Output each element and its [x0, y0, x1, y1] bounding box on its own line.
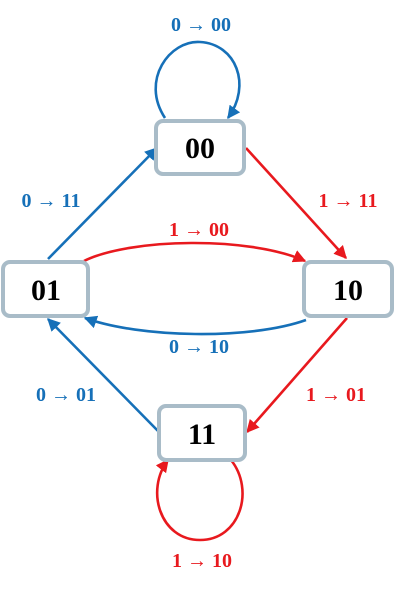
- label-10-to-11: 1 → 01: [306, 384, 366, 406]
- edge-00-to-10: [245, 147, 347, 259]
- state-11-label: 11: [188, 418, 216, 451]
- label-00-to-10: 1 → 11: [319, 190, 378, 212]
- edge-01-to-00: [47, 147, 158, 260]
- state-00-label: 00: [185, 132, 215, 165]
- state-10-label: 10: [333, 274, 363, 307]
- state-10: 10: [302, 260, 394, 318]
- edge-00-self: [154, 40, 241, 120]
- label-11-to-01: 0 → 01: [36, 384, 96, 406]
- label-10-to-01: 0 → 10: [169, 336, 229, 358]
- label-11-self: 1 → 10: [172, 550, 232, 572]
- label-01-to-10: 1 → 00: [169, 219, 229, 241]
- label-00-self: 0 → 00: [171, 14, 231, 36]
- label-01-to-00: 0 → 11: [22, 190, 81, 212]
- state-00: 00: [154, 119, 246, 176]
- state-01-label: 01: [31, 274, 61, 307]
- edge-11-to-01: [47, 318, 160, 433]
- edge-01-to-10: [83, 241, 307, 263]
- edge-10-to-11: [246, 317, 348, 433]
- state-11: 11: [157, 404, 247, 462]
- edge-11-self: [155, 458, 244, 542]
- edge-10-to-01: [83, 315, 307, 336]
- state-01: 01: [1, 260, 90, 318]
